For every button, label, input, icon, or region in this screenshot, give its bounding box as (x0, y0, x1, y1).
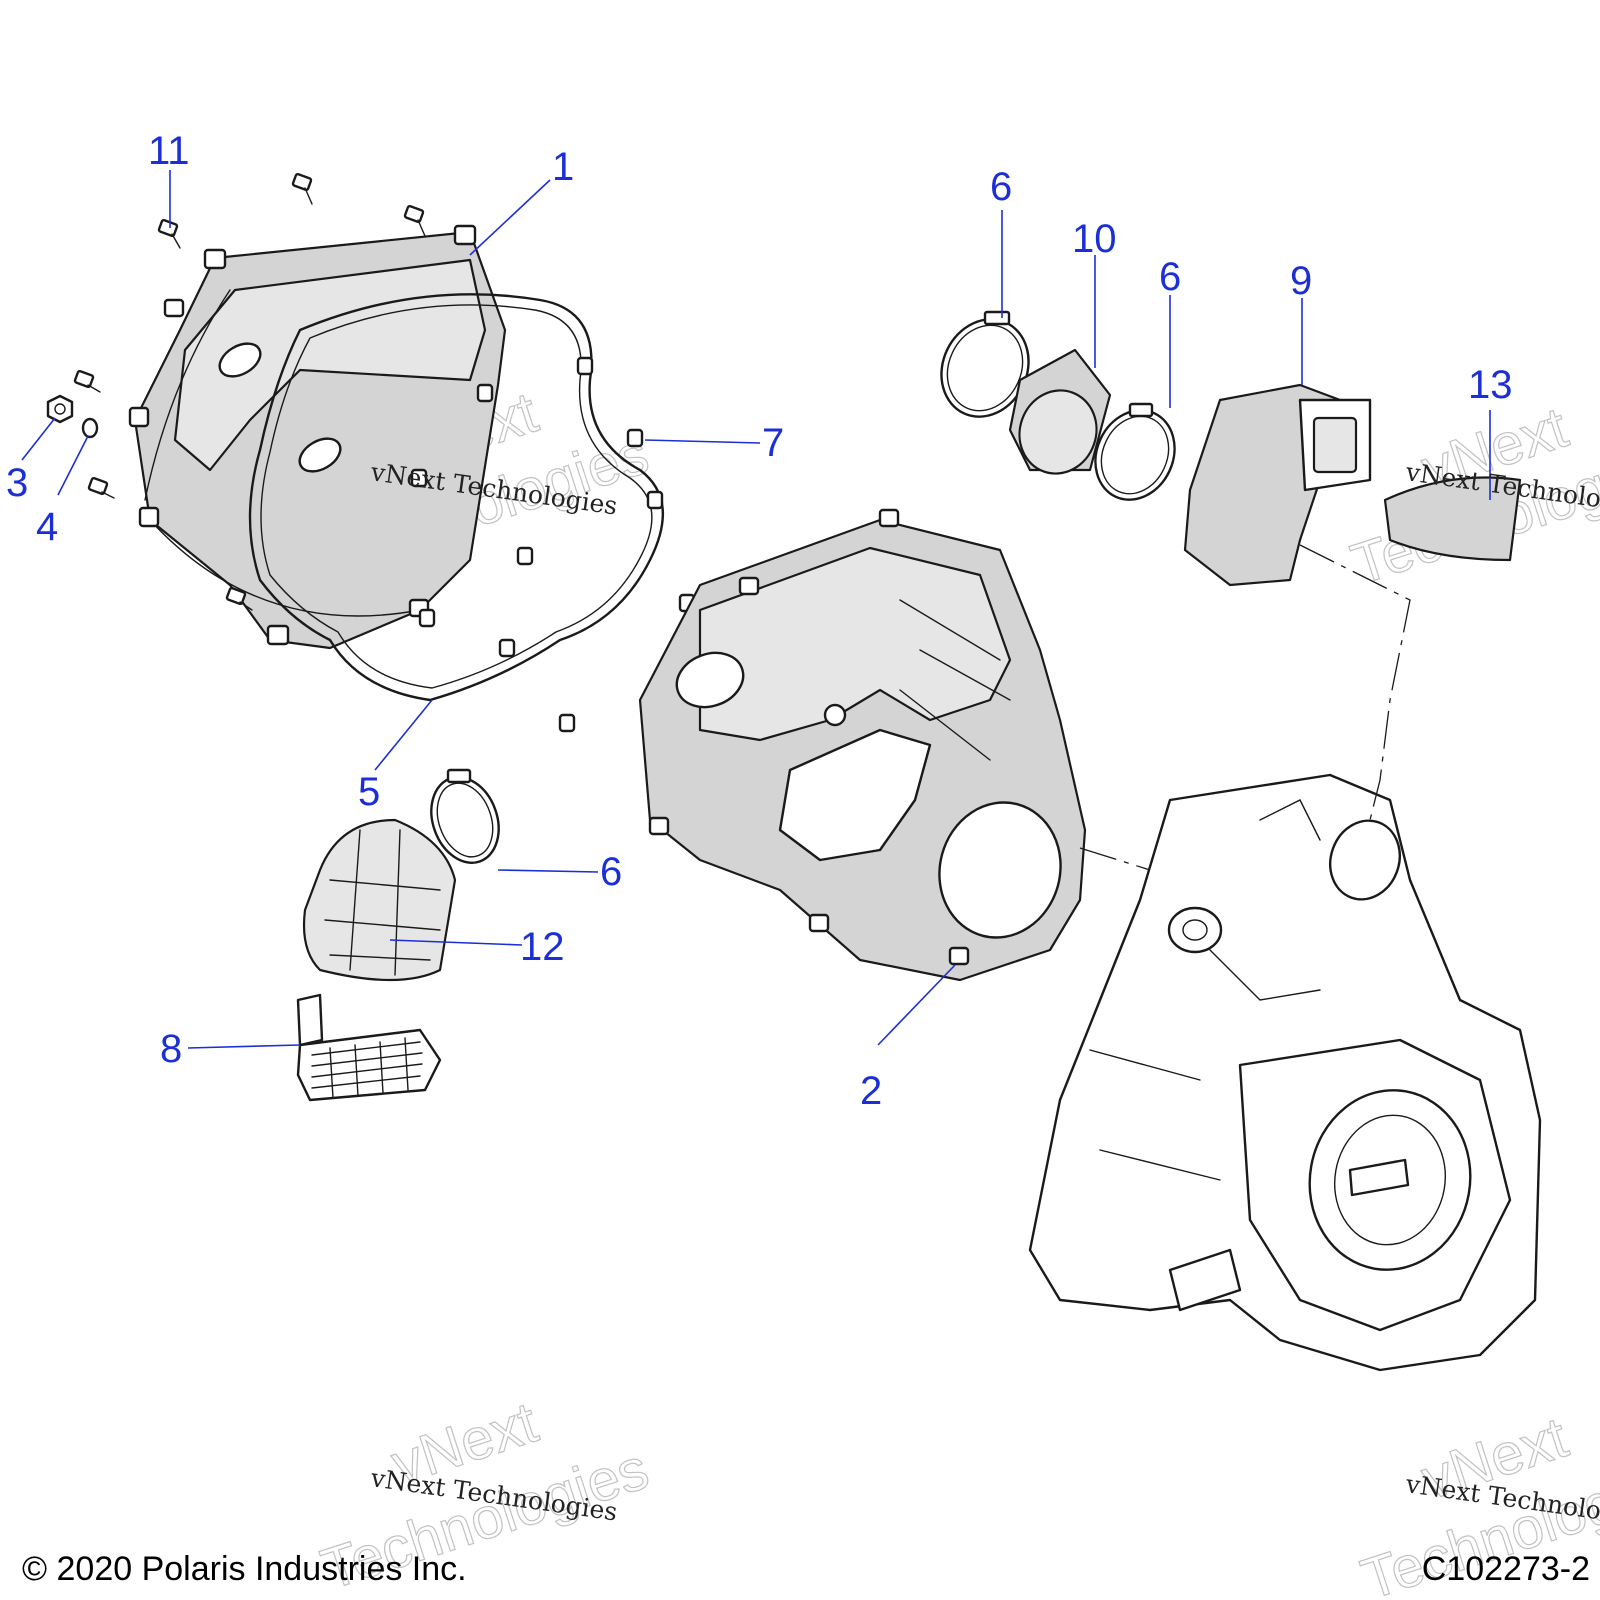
callout-6-top-left: 6 (990, 165, 1012, 209)
stud (558, 713, 576, 733)
stud (646, 490, 664, 510)
part-11-screws (73, 172, 426, 611)
callout-10: 10 (1072, 217, 1117, 261)
callout-labels: 1 2 3 4 5 6 6 6 7 8 9 10 11 12 13 (6, 129, 1513, 1113)
callout-5: 5 (358, 770, 380, 814)
transmission-housing (1028, 773, 1542, 1372)
part-8-screen (296, 993, 442, 1102)
screw (225, 586, 253, 611)
leader-1 (469, 179, 551, 256)
diagram-code: C102273-2 (1422, 1550, 1590, 1588)
leader-5 (374, 699, 433, 771)
part-3-nut (46, 394, 74, 424)
part-13-duct-boot (1383, 476, 1522, 562)
part-7-studs (410, 356, 696, 733)
callout-3: 3 (6, 461, 28, 505)
callout-6-lower: 6 (600, 850, 622, 894)
screw (291, 172, 313, 205)
leader-lines (21, 170, 1491, 1049)
stud (498, 638, 516, 658)
callout-13: 13 (1468, 363, 1513, 407)
leader-8 (187, 1044, 301, 1049)
callout-9: 9 (1290, 259, 1312, 303)
part-1-outer-clutch-cover (128, 224, 507, 650)
screw (87, 476, 115, 499)
part-10-duct-coupler (1008, 348, 1112, 475)
callout-4: 4 (36, 505, 58, 549)
part-6-clamp-lower (430, 768, 500, 864)
stud (410, 468, 428, 488)
part-6-clamp-top-right (1094, 402, 1176, 501)
screw (73, 369, 101, 393)
leader-4 (57, 435, 89, 496)
copyright-text: © 2020 Polaris Industries Inc. (22, 1550, 467, 1588)
part-9-duct-elbow (1183, 383, 1372, 587)
part-4-washer (81, 417, 99, 439)
leader-7 (644, 439, 761, 444)
callout-8: 8 (160, 1027, 182, 1071)
leader-2 (877, 964, 956, 1046)
stud (476, 383, 494, 403)
centerlines (1079, 544, 1411, 871)
part-12-intake-duct (302, 818, 457, 982)
callout-12: 12 (520, 925, 565, 969)
callout-7: 7 (762, 421, 784, 465)
callout-11: 11 (148, 129, 190, 173)
callout-1: 1 (552, 145, 574, 189)
stud (626, 428, 644, 448)
leader-3 (21, 417, 56, 461)
callout-6-top-right: 6 (1159, 255, 1181, 299)
stud (418, 608, 436, 628)
screw (403, 204, 426, 237)
part-5-gasket (248, 293, 665, 702)
leader-12 (389, 939, 523, 946)
leader-6c (497, 869, 599, 873)
callout-2: 2 (860, 1069, 882, 1113)
stud (576, 356, 594, 376)
part-2-inner-clutch-cover (638, 508, 1087, 982)
stud (516, 546, 534, 566)
